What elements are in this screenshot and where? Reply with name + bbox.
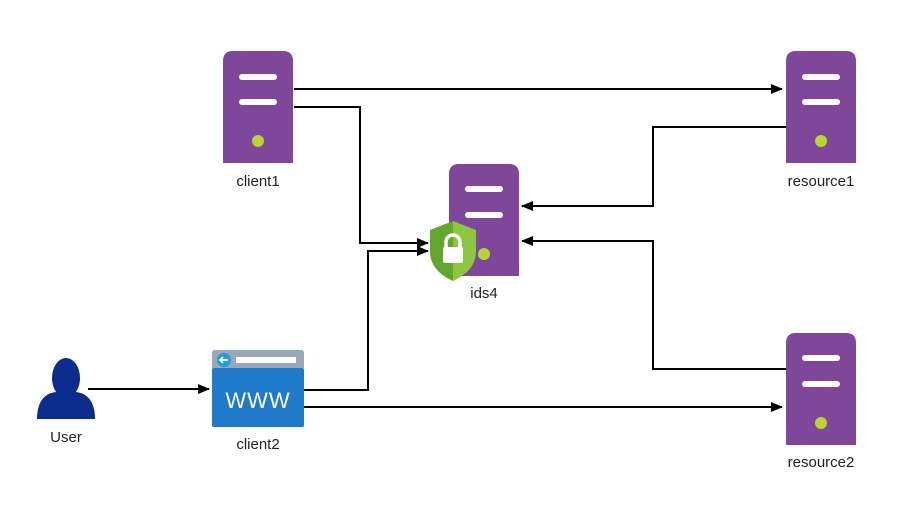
ids4-label: ids4 <box>470 285 498 302</box>
arrow-client1-to-ids4 <box>294 106 429 248</box>
resource2-label: resource2 <box>788 454 855 471</box>
arrow-resource2-to-ids4 <box>521 236 786 370</box>
user-icon <box>37 358 95 419</box>
client2-label: client2 <box>236 436 279 453</box>
browser-text: WWW <box>225 388 290 413</box>
ids4-node: ids4 <box>430 164 519 302</box>
server-icon <box>786 51 856 163</box>
user-node: User <box>37 358 95 446</box>
client2-node: WWW client2 <box>212 350 304 453</box>
arrow-resource1-to-ids4 <box>521 126 786 211</box>
connectors <box>88 84 786 412</box>
user-label: User <box>50 429 82 446</box>
resource1-label: resource1 <box>788 173 855 190</box>
client1-node: client1 <box>223 51 293 190</box>
resource1-node: resource1 <box>786 51 856 190</box>
client1-label: client1 <box>236 173 279 190</box>
web-browser-icon: WWW <box>212 350 304 427</box>
server-icon <box>786 333 856 445</box>
lock-shield-icon <box>430 221 476 281</box>
server-icon <box>223 51 293 163</box>
resource2-node: resource2 <box>786 333 856 471</box>
arrow-client2-to-ids4 <box>304 246 429 391</box>
